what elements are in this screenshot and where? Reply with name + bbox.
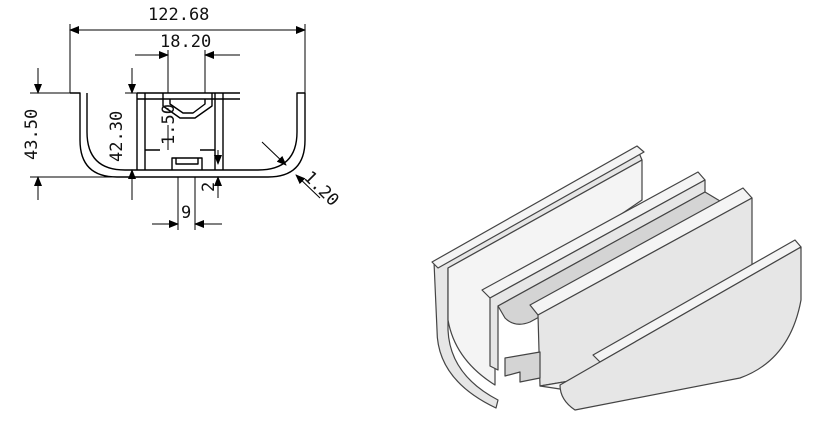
dim-channel-width: 18.20 [160, 32, 211, 52]
left-outer-wall [433, 147, 643, 409]
right-outer-wall [559, 246, 802, 411]
isometric-extrusion-view [431, 145, 802, 411]
dim-bottom-width: 9 [181, 203, 191, 223]
dim-bottom-gap: 2 [199, 182, 219, 192]
dim-wall-thickness: 1.50 [159, 104, 179, 145]
bottom-slot [504, 351, 541, 383]
dim-corner-thickness: 1.20 [299, 167, 342, 210]
dim-overall-width: 122.68 [148, 5, 209, 25]
center-channel-outline [136, 92, 240, 170]
bottom-slot-outline [171, 157, 203, 170]
dim-inner-height: 42.30 [107, 111, 127, 162]
left-wall-lip [431, 145, 645, 269]
cross-section-view: 122.68 18.20 43.50 42.30 1.50 2 9 [22, 5, 343, 230]
dim-overall-height: 43.50 [22, 109, 42, 160]
